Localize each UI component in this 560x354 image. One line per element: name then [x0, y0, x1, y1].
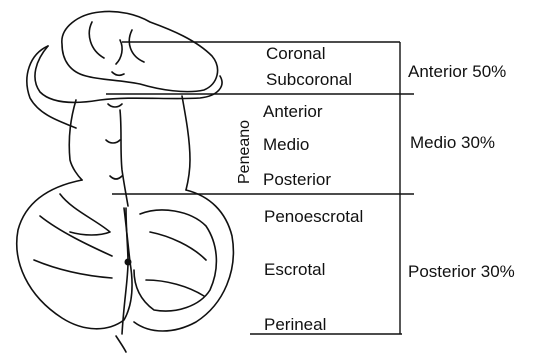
- tick-2: [108, 104, 122, 107]
- shaft-seam: [120, 110, 128, 206]
- perineum-line: [116, 336, 126, 352]
- foreskin-left: [27, 46, 76, 128]
- group-anterior: Anterior 50%: [408, 62, 506, 82]
- tick-4: [110, 176, 122, 179]
- penis-drawing: [17, 11, 234, 352]
- label-peneano: Peneano: [236, 120, 254, 184]
- label-anterior: Anterior: [263, 102, 323, 122]
- group-medio: Medio 30%: [410, 133, 495, 153]
- label-escrotal: Escrotal: [264, 260, 325, 280]
- label-posterior: Posterior: [263, 170, 331, 190]
- label-penoescrotal: Penoescrotal: [264, 207, 363, 227]
- scrotum-right-fold: [146, 232, 206, 296]
- label-subcoronal: Subcoronal: [266, 70, 352, 90]
- group-posterior: Posterior 30%: [408, 262, 515, 282]
- glans-outline: [62, 11, 218, 91]
- label-medio: Medio: [263, 135, 309, 155]
- tick-1: [112, 72, 124, 75]
- label-perineal: Perineal: [264, 315, 326, 335]
- shaft-right: [182, 96, 190, 190]
- ectopic-meatus-dot: [125, 259, 132, 266]
- scrotum-left: [17, 180, 132, 329]
- shaft-left: [69, 100, 82, 180]
- label-coronal: Coronal: [266, 44, 326, 64]
- tick-3: [106, 140, 120, 143]
- meatus: [116, 40, 122, 64]
- level-lines: [106, 42, 414, 334]
- scrotum-left-fold: [34, 194, 112, 278]
